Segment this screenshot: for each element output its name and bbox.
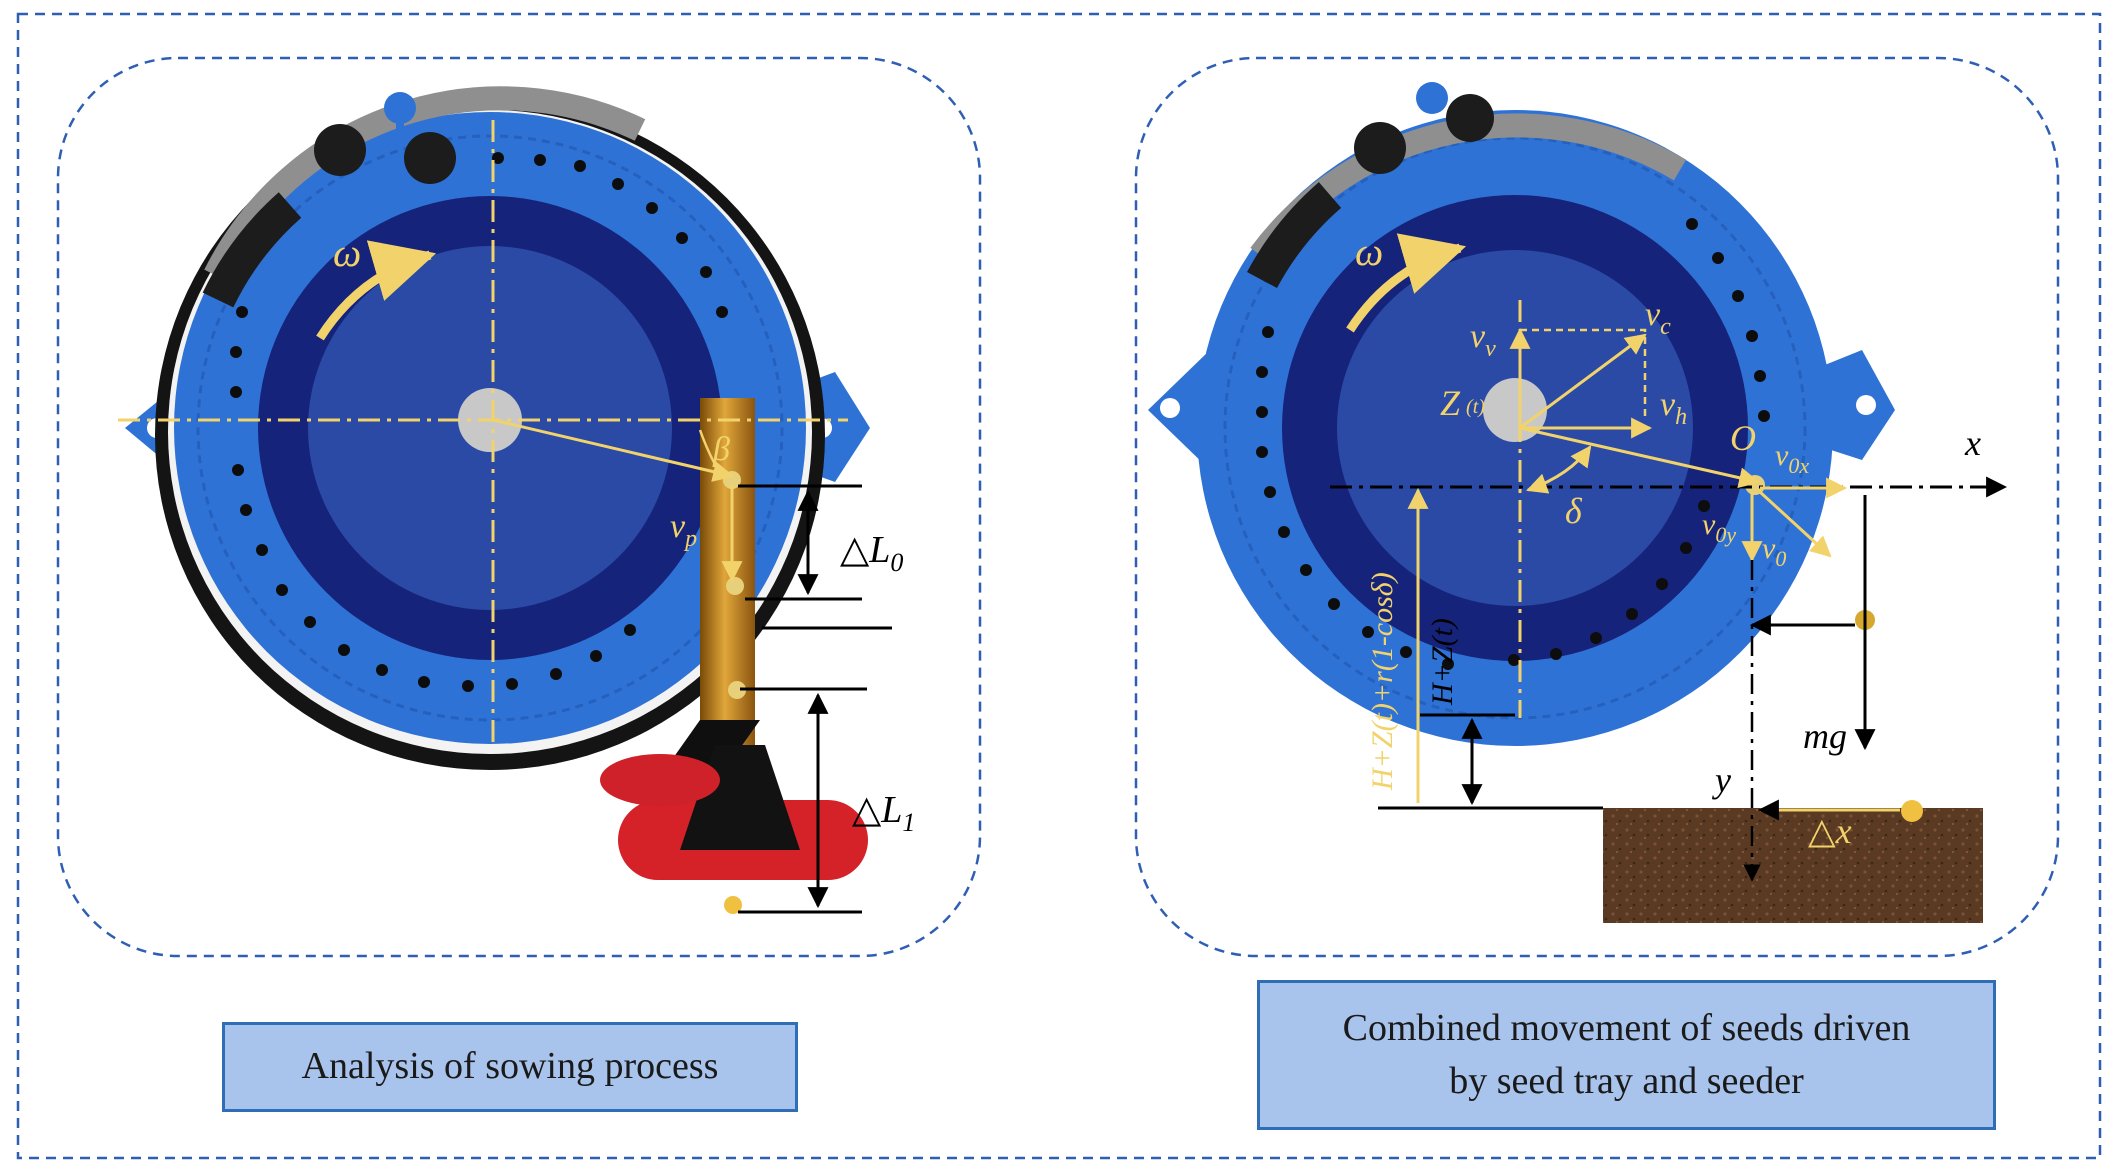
mg-label: mg	[1803, 716, 1847, 756]
vv-label: vv	[1470, 318, 1496, 362]
beta-arc	[698, 429, 718, 467]
delta-arc	[1526, 445, 1592, 494]
vh-label: vh	[1660, 386, 1687, 430]
z-label: Z(t)	[1440, 383, 1485, 423]
dx-label: △x	[1808, 811, 1852, 851]
caption-left: Analysis of sowing process	[222, 1022, 798, 1112]
left-radius-line	[492, 418, 735, 482]
delta-label: δ	[1565, 491, 1583, 531]
caption-right-line1: Combined movement of seeds driven	[1342, 1006, 1911, 1049]
v0y-label: v0y	[1702, 508, 1736, 547]
right-radius-line	[1519, 426, 1761, 489]
vc-arrow	[1519, 333, 1647, 430]
left-annotations	[118, 120, 892, 914]
beta-label: β	[712, 431, 730, 468]
right-annotations	[1330, 233, 2008, 882]
right-omega-label: ω	[1355, 229, 1383, 274]
outer-frame	[16, 12, 2102, 1160]
v0-label: v0	[1762, 532, 1786, 571]
h-outer-label: H+Z(t)+r(1-cosδ)	[1366, 572, 1399, 791]
dL1-label: △L1	[852, 789, 915, 837]
soil-block	[1603, 808, 1983, 923]
caption-right-line2: by seed tray and seeder	[1449, 1060, 1804, 1102]
y-axis-label: y	[1712, 760, 1731, 800]
x-axis-label: x	[1964, 423, 1981, 463]
h-inner-label: H+Z(t)	[1426, 618, 1459, 706]
left-omega-label: ω	[333, 230, 361, 275]
v0x-label: v0x	[1775, 439, 1809, 478]
left-rotation-arrow	[316, 240, 437, 341]
v0-arrow	[1758, 490, 1832, 558]
vc-label: vc	[1645, 296, 1671, 340]
right-seed-holes	[1256, 218, 1770, 670]
caption-right: Combined movement of seeds driven by see…	[1257, 980, 1996, 1130]
right-seed-disc	[1148, 82, 1895, 746]
left-seed-disc	[125, 86, 870, 914]
dL0-label: △L0	[840, 529, 903, 577]
right-rotation-arrow	[1346, 233, 1467, 333]
right-panel-frame	[1134, 56, 2060, 958]
left-seed-holes	[230, 152, 728, 692]
left-panel-frame	[56, 56, 982, 958]
vp-label: vp	[670, 508, 697, 552]
caption-left-text: Analysis of sowing process	[301, 1045, 719, 1088]
origin-label: O	[1730, 418, 1756, 458]
